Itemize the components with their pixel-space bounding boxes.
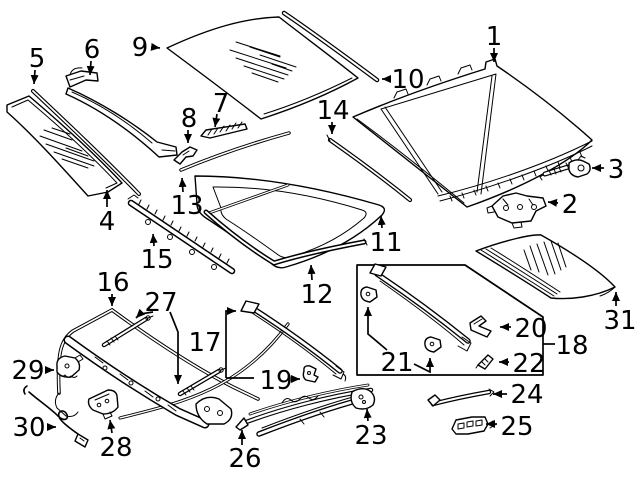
callout-label-14: 14 — [316, 96, 349, 126]
callout-label-9: 9 — [132, 33, 149, 63]
part-bracket-21a — [360, 286, 378, 303]
callout-label-12: 12 — [300, 280, 333, 310]
part-guide-rods — [101, 315, 227, 397]
part-control-module — [87, 389, 119, 420]
callout-19: 19 — [259, 366, 300, 396]
callout-11: 11 — [369, 215, 403, 258]
callout-label-8: 8 — [181, 104, 198, 134]
callout-30: 30 — [12, 413, 56, 443]
callout-label-24: 24 — [510, 380, 543, 410]
callout-label-29: 29 — [11, 356, 44, 386]
callout-label-2: 2 — [562, 190, 579, 220]
part-main-frame — [54, 307, 290, 429]
callout-1: 1 — [486, 22, 503, 62]
callout-3: 3 — [592, 155, 624, 185]
callout-10: 10 — [382, 65, 425, 95]
part-actuator-3 — [539, 155, 591, 181]
callout-5: 5 — [29, 44, 46, 85]
part-seal-frame — [194, 175, 386, 269]
callout-18: 18 — [543, 331, 589, 361]
callout-label-20: 20 — [514, 314, 547, 344]
part-strip-10 — [281, 10, 380, 83]
callout-label-31: 31 — [603, 306, 636, 336]
part-clip-19 — [302, 365, 319, 383]
callout-29: 29 — [11, 356, 54, 386]
callout-16: 16 — [96, 268, 130, 306]
callout-label-21: 21 — [380, 348, 413, 378]
callout-label-19: 19 — [259, 366, 292, 396]
part-strip-13 — [179, 131, 291, 172]
callout-label-5: 5 — [29, 44, 46, 74]
callout-25: 25 — [486, 412, 534, 442]
part-bracket-21b — [424, 336, 442, 353]
callout-label-27: 27 — [144, 288, 177, 318]
part-toothed-rail — [127, 194, 236, 275]
callout-13: 13 — [170, 177, 204, 221]
callout-20: 20 — [500, 314, 548, 344]
callout-14: 14 — [316, 96, 350, 134]
callout-label-18: 18 — [555, 331, 588, 361]
part-motor — [56, 354, 84, 378]
callout-12: 12 — [300, 264, 334, 310]
callout-9: 9 — [132, 33, 161, 63]
callout-label-7: 7 — [213, 89, 230, 119]
callout-label-13: 13 — [170, 191, 203, 221]
callout-4: 4 — [99, 190, 116, 237]
callout-label-25: 25 — [500, 412, 533, 442]
callout-label-23: 23 — [354, 421, 387, 451]
part-rod-7 — [200, 121, 248, 139]
callout-label-26: 26 — [228, 444, 261, 474]
callout-23: 23 — [354, 408, 388, 451]
callout-7: 7 — [212, 89, 230, 128]
callout-17: 17 — [188, 307, 254, 379]
callout-24: 24 — [493, 380, 544, 410]
part-drive-cable — [23, 385, 89, 448]
part-roof-panel — [352, 58, 593, 208]
callout-label-22: 22 — [512, 349, 545, 379]
callout-label-1: 1 — [486, 22, 503, 52]
callout-21: 21 — [364, 307, 434, 378]
callout-26: 26 — [228, 430, 262, 474]
part-screw-22 — [475, 354, 494, 370]
callout-28: 28 — [99, 419, 133, 463]
callout-27: 27 — [135, 288, 182, 384]
part-bracket-8 — [173, 146, 198, 165]
part-shade-panel-31 — [475, 234, 616, 300]
part-guide-rail-17 — [240, 300, 347, 382]
part-seal-12 — [203, 209, 368, 266]
part-bracket-2 — [486, 192, 547, 229]
callout-label-17: 17 — [188, 328, 221, 358]
callout-label-4: 4 — [99, 207, 116, 237]
part-shade-panel — [6, 95, 123, 197]
callout-15: 15 — [140, 233, 174, 275]
part-channel-rail — [65, 67, 178, 158]
callout-label-15: 15 — [140, 245, 173, 275]
detail-box-18 — [356, 263, 544, 376]
part-strip-14 — [326, 134, 413, 203]
callout-label-28: 28 — [99, 433, 132, 463]
part-stop-20 — [469, 315, 492, 338]
part-bracket-25 — [451, 416, 496, 435]
callout-31: 31 — [603, 292, 637, 336]
part-glass-panel-front — [166, 16, 359, 120]
callout-6: 6 — [84, 35, 101, 76]
callout-label-6: 6 — [84, 35, 101, 65]
part-strip-5 — [31, 89, 141, 196]
callout-2: 2 — [547, 190, 579, 220]
callout-22: 22 — [499, 349, 546, 379]
part-side-rail-23 — [256, 388, 376, 437]
callout-label-11: 11 — [369, 228, 402, 258]
callout-label-10: 10 — [391, 65, 424, 95]
part-strip-24 — [427, 388, 495, 407]
callout-label-30: 30 — [12, 413, 45, 443]
callout-label-3: 3 — [608, 155, 625, 185]
callout-8: 8 — [181, 104, 198, 143]
callout-label-16: 16 — [96, 268, 129, 298]
